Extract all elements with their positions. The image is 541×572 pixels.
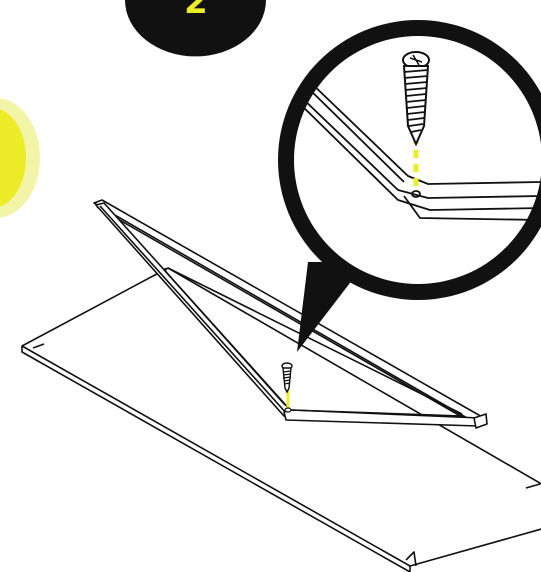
step-badge-icon: 2 <box>125 0 266 56</box>
side-marker-icon <box>0 98 40 218</box>
step-number: 2 <box>184 0 208 22</box>
